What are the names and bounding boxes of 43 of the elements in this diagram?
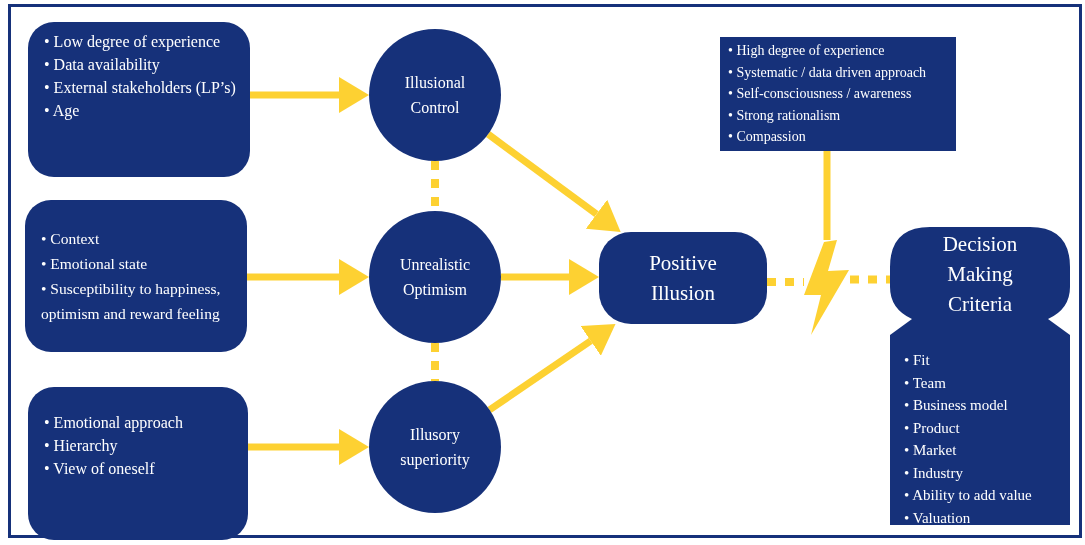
lightning-bolt [804,240,850,335]
bullet-item: • View of oneself [44,459,156,479]
bullet-item: • Emotional state [41,254,149,274]
bullet-item: • Data availability [44,54,161,76]
arrow [501,259,599,295]
dotted-connector [767,278,804,286]
bullet-item: • Systematic / data driven approach [728,63,928,82]
bullet-item: • Fit [904,351,931,370]
bullet-item: • Valuation [904,508,972,528]
concept-box [599,232,767,324]
bullet-item: • External stakeholders (LP’s) [44,77,237,99]
bullet-item: • Compassion [728,128,807,147]
bullet-item: • Market [904,441,958,460]
bullet-item: • Susceptibility to happiness, optimism and reward feeling [41,279,222,324]
arrow [487,324,616,413]
arrow [486,131,621,232]
bullet-item: • Business model [904,396,1009,415]
node-label: Positive Illusion [648,250,718,307]
bullet-item: • Ability to add value [904,486,1033,505]
bullet-item: • Age [44,100,81,122]
bullet-item: • Hierarchy [44,436,119,457]
arrow [250,77,369,113]
node-label: Illusional Control [403,73,467,118]
factor-box [25,200,247,352]
bullet-item: • Low degree of experience [44,31,222,53]
dotted-connector [850,275,890,284]
criteria-heading: Decision Making Criteria [941,231,1019,318]
factor-box [28,22,250,177]
bullet-item: • Industry [904,463,964,483]
node-label: Illusory superiority [399,425,471,471]
dotted-connector [431,343,439,381]
factor-box [28,387,248,540]
bullet-item: • Team [904,373,947,393]
bullet-item: • Context [41,229,101,249]
node-label: Unrealistic Optimism [398,255,472,301]
bullet-item: • Self-consciousness / awareness [728,85,913,104]
bullet-item: • Emotional approach [44,413,184,434]
bullet-item: • Product [904,418,961,438]
bullet-item: • Strong rationalism [728,106,842,125]
arrow [247,259,369,295]
arrow [248,429,369,465]
factor-box [720,37,956,151]
bullet-item: • High degree of experience [728,42,886,61]
